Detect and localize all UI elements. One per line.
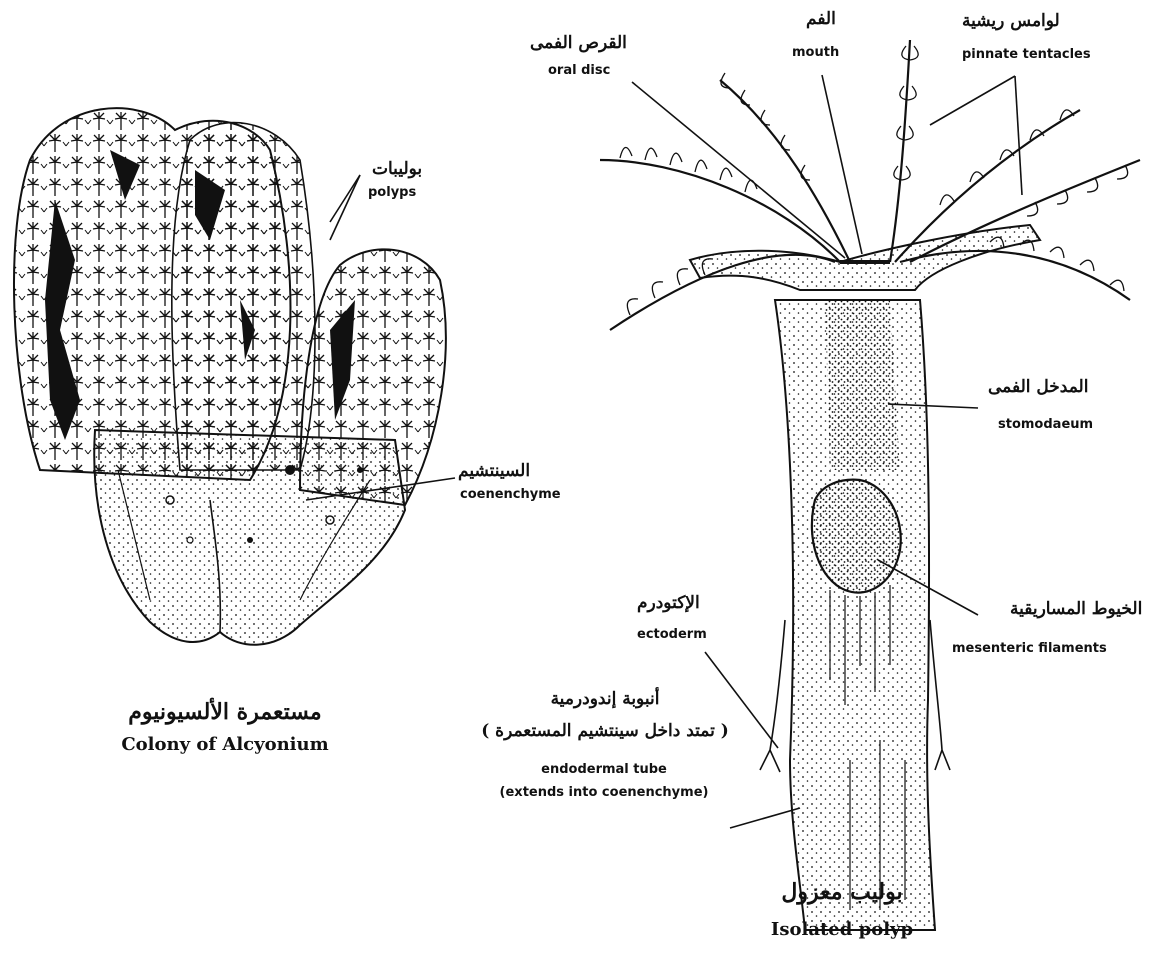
polyps-label-ar: بوليبات xyxy=(372,160,422,180)
coenenchyme-label-en: coenenchyme xyxy=(460,488,561,503)
stomodaeum-label-en: stomodaeum xyxy=(998,418,1093,433)
stomodaeum-tube xyxy=(825,300,900,470)
mesenteric-filaments-label-ar: الخيوط المساريقية xyxy=(1010,600,1142,620)
mesenteric-filaments-label-en: mesenteric filaments xyxy=(952,642,1107,657)
oral-disc-label-ar: القرص الفمى xyxy=(530,34,627,54)
endodermal-tube-label-en-2: (extends into coenenchyme) xyxy=(500,786,709,801)
oral-disc xyxy=(690,225,1040,290)
ectoderm-label-en: ectoderm xyxy=(637,628,707,643)
coenenchyme-label-ar: السينتشيم xyxy=(458,462,530,482)
colony-right-lobe xyxy=(300,249,446,505)
polyps-label-en: polyps xyxy=(368,186,416,201)
endodermal-tube-label-ar-2: ( تمتد داخل سينتشيم المستعمرة ) xyxy=(481,722,729,742)
polyp-caption-en: Isolated polyp xyxy=(771,920,913,941)
mouth-label-en: mouth xyxy=(792,46,839,61)
colony-caption-ar: مستعمرة الألسيونيوم xyxy=(128,700,321,725)
pinnate-tentacles-label-en: pinnate tentacles xyxy=(962,48,1091,63)
stomodaeum-label-ar: المدخل الفمى xyxy=(988,378,1088,398)
ectoderm-label-ar: الإكتودرم xyxy=(637,594,700,614)
pinnate-tentacles-label-ar: لوامس ريشية xyxy=(962,12,1060,32)
colony-middle-lobe xyxy=(172,123,315,470)
mouth-label-ar: الفم xyxy=(806,10,836,30)
endodermal-tube-label-ar-1: أنبوبة إندودرمية xyxy=(551,690,660,710)
colony-caption-en: Colony of Alcyonium xyxy=(121,735,328,756)
polyp-caption-ar: بوليب معزول xyxy=(781,880,902,905)
endodermal-tube-label-en-1: endodermal tube xyxy=(541,763,667,778)
oral-disc-label-en: oral disc xyxy=(548,64,610,79)
